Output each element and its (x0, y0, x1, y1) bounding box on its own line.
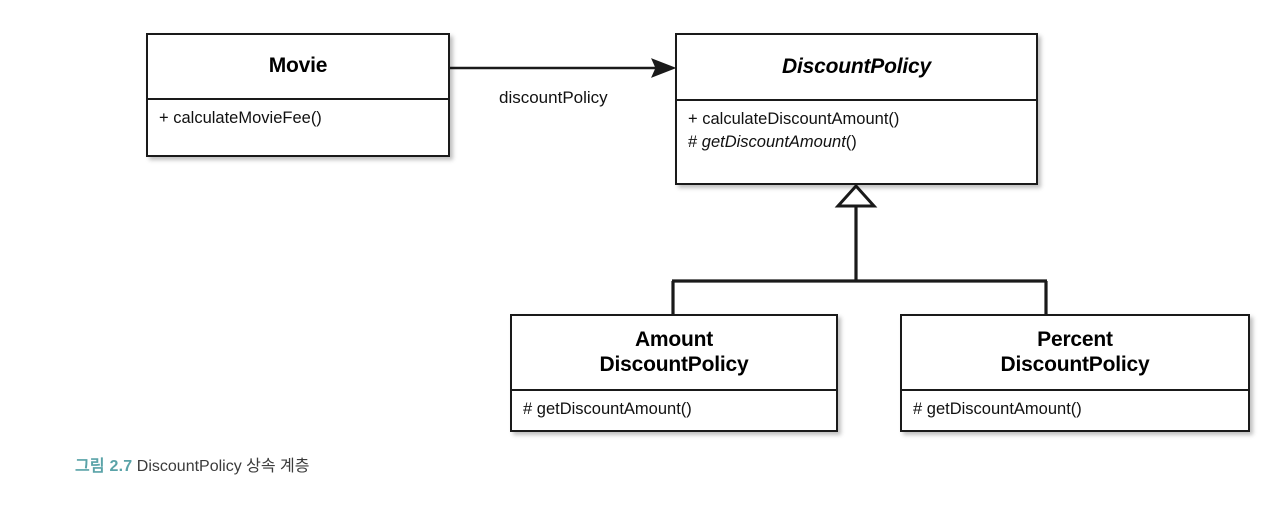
member-visibility: + (688, 110, 698, 128)
class-divider (902, 389, 1248, 391)
class-box-percentdiscountpolicy[interactable]: Percent DiscountPolicy # getDiscountAmou… (900, 314, 1250, 432)
figure-caption: 그림 2.7 DiscountPolicy 상속 계층 (75, 452, 309, 476)
member-name: getDiscountAmount (536, 400, 681, 418)
class-divider (677, 99, 1036, 101)
member-suffix: () (1070, 400, 1082, 418)
class-name-percentdiscountpolicy: Percent DiscountPolicy (902, 316, 1248, 389)
figure-number: 그림 2.7 (75, 458, 133, 475)
member-row: + calculateMovieFee() (159, 107, 437, 130)
class-members-movie: + calculateMovieFee() (148, 100, 448, 155)
member-visibility: # (688, 133, 698, 152)
generalization-tree (671, 183, 1048, 314)
figure-caption-text: DiscountPolicy 상속 계층 (136, 458, 310, 475)
member-suffix: () (845, 133, 857, 152)
member-visibility: # (913, 400, 923, 418)
member-row: + calculateDiscountAmount() (688, 108, 1025, 131)
association-label-discountpolicy: discountPolicy (499, 88, 608, 107)
class-name-line1: Amount (634, 327, 714, 351)
class-name-line2: DiscountPolicy (599, 352, 749, 376)
member-row: # getDiscountAmount() (523, 398, 825, 421)
class-name-amountdiscountpolicy: Amount DiscountPolicy (512, 316, 836, 389)
member-name: getDiscountAmount (701, 133, 846, 152)
member-name: calculateMovieFee (173, 109, 311, 127)
member-suffix: () (310, 109, 322, 127)
association-movie-discountpolicy (450, 58, 677, 78)
member-name: getDiscountAmount (926, 400, 1071, 418)
class-divider (148, 98, 448, 100)
class-name-line2: DiscountPolicy (1000, 352, 1150, 376)
member-row: # getDiscountAmount() (688, 131, 1025, 154)
class-name-line1: Percent (1037, 327, 1113, 351)
class-box-movie[interactable]: Movie + calculateMovieFee() (146, 33, 450, 157)
class-name-discountpolicy: DiscountPolicy (782, 54, 931, 78)
class-box-amountdiscountpolicy[interactable]: Amount DiscountPolicy # getDiscountAmoun… (510, 314, 838, 432)
member-visibility: # (523, 400, 533, 418)
member-suffix: () (888, 110, 900, 128)
member-row: # getDiscountAmount() (913, 398, 1237, 421)
class-members-amountdiscountpolicy: # getDiscountAmount() (512, 391, 836, 430)
class-members-discountpolicy: + calculateDiscountAmount() # getDiscoun… (677, 101, 1036, 183)
member-name: calculateDiscountAmount (702, 110, 889, 128)
member-suffix: () (680, 400, 692, 418)
class-divider (512, 389, 836, 391)
member-visibility: + (159, 109, 169, 127)
class-members-percentdiscountpolicy: # getDiscountAmount() (902, 391, 1248, 430)
class-name-movie: Movie (268, 54, 328, 78)
class-box-discountpolicy[interactable]: DiscountPolicy + calculateDiscountAmount… (675, 33, 1038, 185)
